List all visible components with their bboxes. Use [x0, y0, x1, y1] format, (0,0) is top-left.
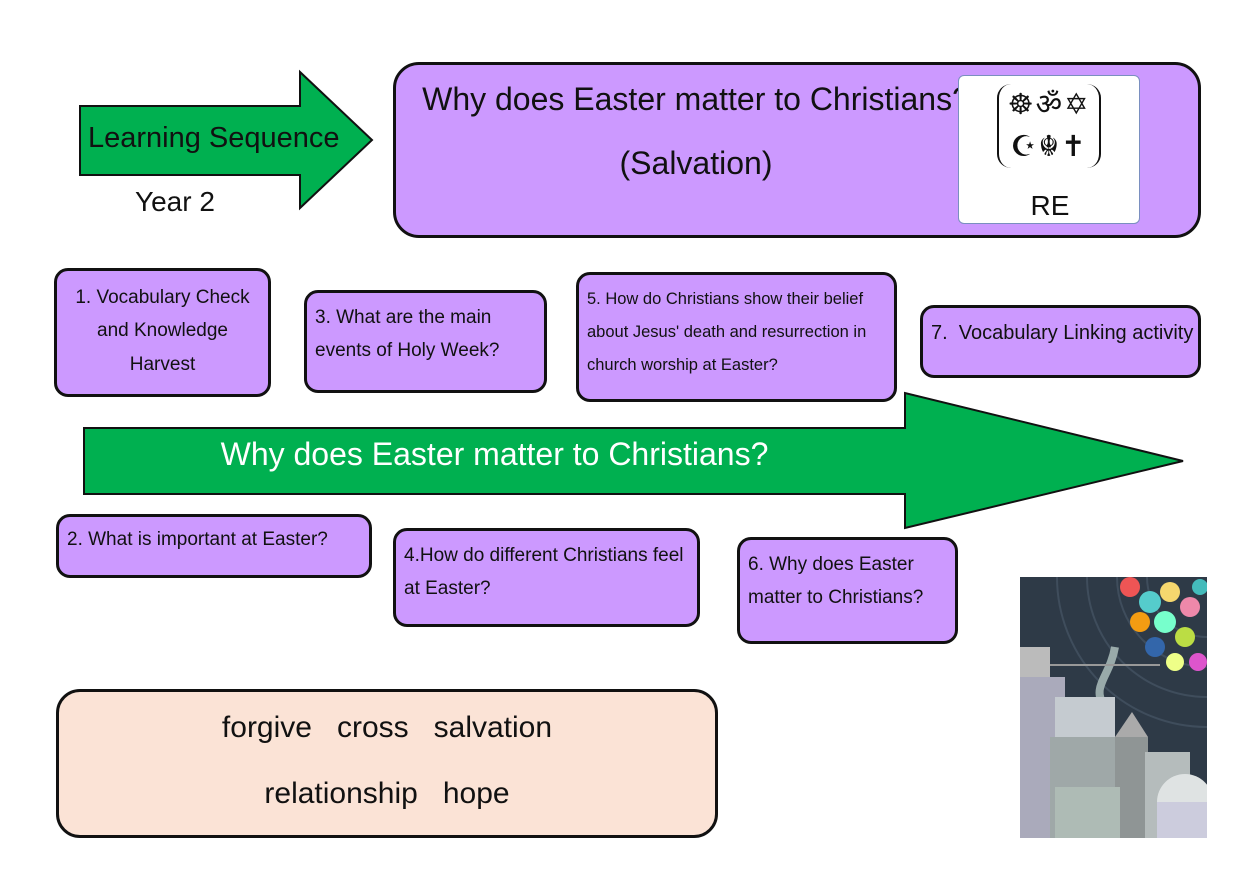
page-title: Why does Easter matter to Christians? [422, 81, 970, 117]
lesson-7[interactable]: 7. Vocabulary Linking activity [920, 305, 1201, 378]
vocabulary-line-2: relationship hope [264, 777, 510, 810]
vocabulary-box: forgive cross salvation relationship hop… [56, 689, 718, 838]
lesson-6-label: 6. Why does Easter matter to Christians? [748, 554, 924, 609]
lesson-4-label: 4.How do different Christians feel at Ea… [404, 545, 684, 600]
lesson-3[interactable]: 3. What are the main events of Holy Week… [304, 290, 547, 393]
lesson-5[interactable]: 5. How do Christians show their belief a… [576, 272, 897, 402]
re-badge: ☸ॐ✡☪☬✝ RE [958, 75, 1140, 224]
lesson-1-label: 1. Vocabulary Check and Knowledge Harves… [75, 287, 250, 375]
learning-sequence-arrow [79, 69, 374, 211]
title-box: Why does Easter matter to Christians? (S… [393, 62, 1201, 238]
lesson-3-label: 3. What are the main events of Holy Week… [315, 307, 500, 362]
lesson-6[interactable]: 6. Why does Easter matter to Christians? [737, 537, 958, 644]
vocabulary-line-1: forgive cross salvation [221, 711, 553, 744]
main-arrow-label: Why does Easter matter to Christians? [220, 436, 769, 472]
world-religions-symbols-icon: ☸ॐ✡☪☬✝ [997, 84, 1101, 168]
lesson-7-label: 7. Vocabulary Linking activity [931, 322, 1194, 344]
lesson-2[interactable]: 2. What is important at Easter? [56, 514, 372, 578]
sequence-label: Learning Sequence [88, 122, 340, 154]
main-sequence-arrow [83, 391, 1184, 530]
re-label: RE [1030, 190, 1070, 221]
lesson-4[interactable]: 4.How do different Christians feel at Ea… [393, 528, 700, 627]
lesson-5-label: 5. How do Christians show their belief a… [587, 290, 867, 374]
easter-city-illustration [1020, 577, 1207, 838]
page-subtitle: (Salvation) [619, 145, 773, 181]
year-label: Year 2 [135, 186, 215, 217]
lesson-2-label: 2. What is important at Easter? [67, 529, 328, 550]
lesson-1[interactable]: 1. Vocabulary Check and Knowledge Harves… [54, 268, 271, 397]
